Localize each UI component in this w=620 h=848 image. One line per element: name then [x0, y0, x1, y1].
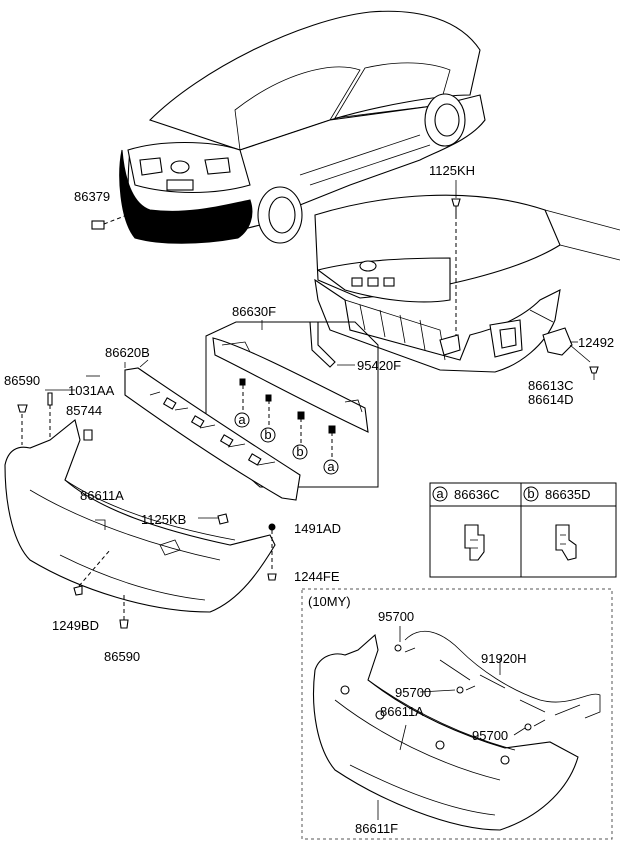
label-86590-top: 86590 [4, 373, 40, 388]
legend-marker-a: a [436, 486, 444, 501]
label-86611f: 86611F [355, 821, 398, 836]
marker-a: a [238, 412, 246, 427]
label-86611a-variant: 86611A [380, 704, 424, 719]
legend-marker-b: b [527, 486, 534, 501]
label-91920h: 91920H [481, 651, 527, 666]
label-95420f: 95420F [357, 358, 401, 373]
clip-86636c [464, 524, 485, 561]
sensor-95420f [309, 321, 355, 368]
absorber-86620b [124, 359, 301, 501]
label-1125kb: 1125KB [141, 512, 186, 527]
label-86379: 86379 [74, 189, 110, 204]
label-12492: 12492 [578, 335, 614, 350]
beam-box: a b b a [205, 321, 379, 488]
label-86630f: 86630F [232, 304, 276, 319]
label-86620b: 86620B [105, 345, 150, 360]
bracket-86613c [542, 327, 573, 356]
label-1249bd: 1249BD [52, 618, 99, 633]
variant-title: (10MY) [308, 594, 351, 609]
label-85744: 85744 [66, 403, 102, 418]
marker-b: b [264, 427, 271, 442]
label-1031aa: 1031AA [68, 383, 115, 398]
harness-91920h [404, 631, 601, 719]
bumper-highlight [119, 149, 253, 244]
clip-86635d [555, 524, 577, 561]
label-95700-2: 95700 [395, 685, 431, 700]
variant-10my [301, 588, 613, 840]
label-1244fe: 1244FE [294, 569, 340, 584]
marker-b: b [296, 444, 303, 459]
cap-86379 [91, 220, 105, 230]
legend-part-a: 86636C [454, 487, 500, 502]
rear-panel-illustration [314, 194, 620, 380]
label-86590-bottom: 86590 [104, 649, 140, 664]
label-95700-3: 95700 [472, 728, 508, 743]
bolt-12492 [589, 366, 599, 374]
car-illustration [91, 10, 486, 244]
marker-group: a b b a [234, 378, 339, 475]
bolt-1125kh [451, 198, 461, 207]
label-86611a: 86611A [80, 488, 124, 503]
leader-lines [124, 180, 578, 820]
label-86613c: 86613C [528, 378, 574, 393]
label-1125kh: 1125KH [429, 163, 475, 178]
label-1491ad: 1491AD [294, 521, 341, 536]
bumper-86611a [4, 389, 277, 629]
label-95700-1: 95700 [378, 609, 414, 624]
marker-a: a [327, 459, 335, 474]
part-labels: 86379 1125KH 86630F 86620B 95420F 12492 … [4, 163, 614, 836]
legend-part-b: 86635D [545, 487, 591, 502]
label-86614d: 86614D [528, 392, 574, 407]
legend-table: a 86636C b 86635D [429, 482, 617, 578]
